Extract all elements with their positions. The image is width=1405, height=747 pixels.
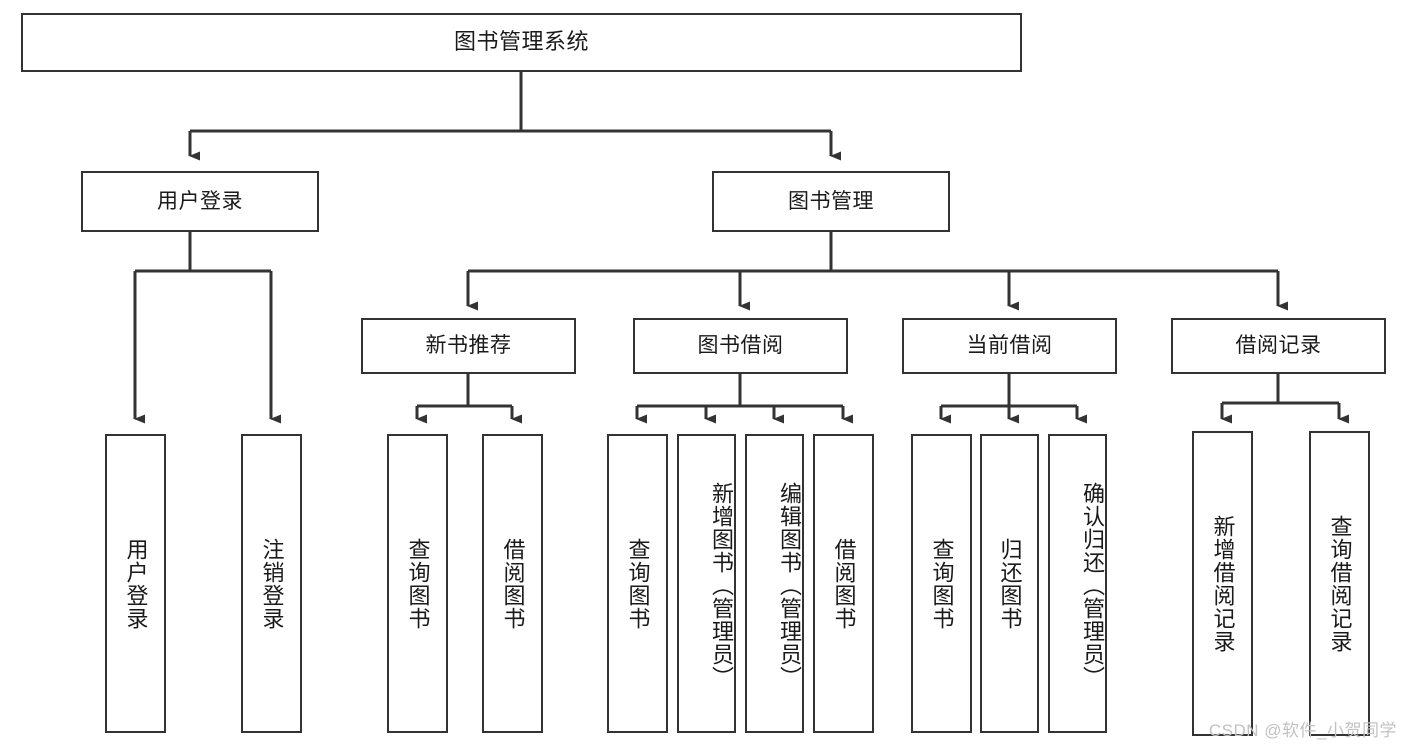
leaf-query-book-current[interactable]: 查询图书	[911, 434, 972, 733]
leaf-user-login[interactable]: 用户登录	[105, 434, 166, 733]
node-user-login[interactable]: 用户登录	[81, 171, 319, 232]
leaf-logout[interactable]: 注销登录	[241, 434, 302, 733]
node-borrow-record[interactable]: 借阅记录	[1171, 318, 1386, 374]
node-book-manage[interactable]: 图书管理	[712, 171, 950, 232]
leaf-query-book-recommend[interactable]: 查询图书	[387, 434, 448, 733]
leaf-add-book-admin[interactable]: 新增图书（管理员）	[677, 434, 736, 733]
node-book-borrow[interactable]: 图书借阅	[633, 318, 848, 374]
node-root-system[interactable]: 图书管理系统	[21, 13, 1022, 72]
leaf-query-borrow-record[interactable]: 查询借阅记录	[1309, 431, 1370, 736]
leaf-return-book[interactable]: 归还图书	[980, 434, 1039, 733]
leaf-borrow-book-borrow[interactable]: 借阅图书	[813, 434, 874, 733]
watermark-text: CSDN @软件_小贺同学	[1208, 721, 1397, 740]
leaf-borrow-book-recommend[interactable]: 借阅图书	[482, 434, 543, 733]
node-new-book-recommend[interactable]: 新书推荐	[361, 318, 576, 374]
leaf-edit-book-admin[interactable]: 编辑图书（管理员）	[745, 434, 804, 733]
node-current-borrow[interactable]: 当前借阅	[902, 318, 1117, 374]
leaf-query-book-borrow[interactable]: 查询图书	[607, 434, 668, 733]
leaf-confirm-return-admin[interactable]: 确认归还（管理员）	[1048, 434, 1107, 733]
leaf-add-borrow-record[interactable]: 新增借阅记录	[1192, 431, 1253, 736]
